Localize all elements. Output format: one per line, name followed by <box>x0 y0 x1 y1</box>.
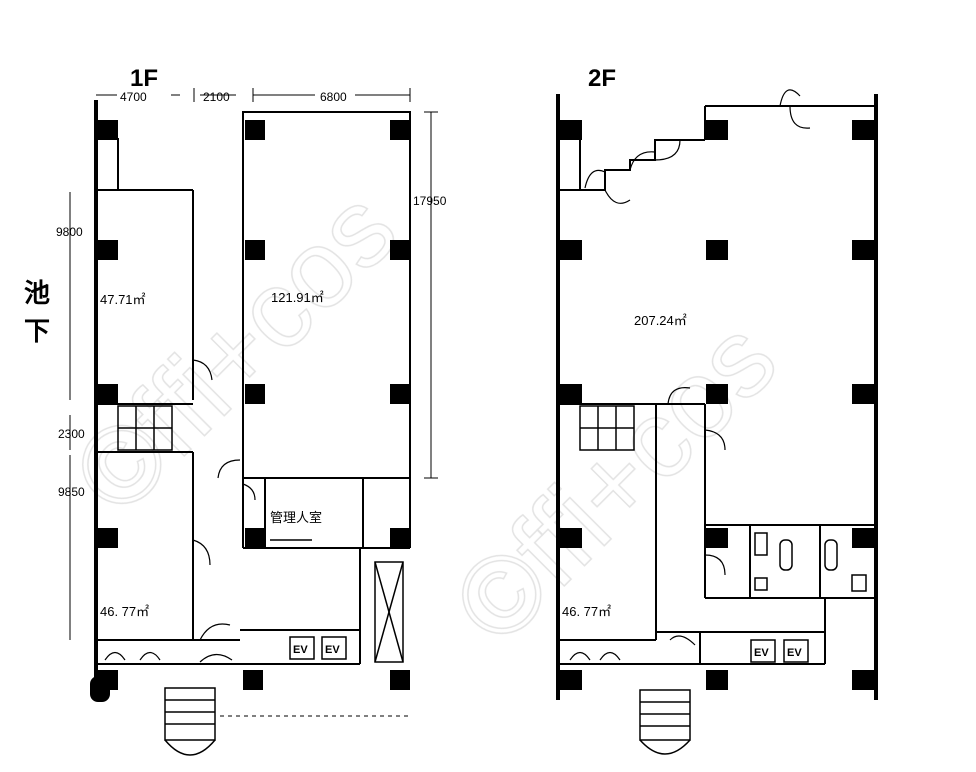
svg-text:©ffi+cos: ©ffi+cos <box>430 297 800 667</box>
dim-1f-top-b: 2100 <box>203 90 230 104</box>
watermark: ©ffi+cos ©ffi+cos <box>49 166 800 667</box>
dim-1f-left-1: 9800 <box>56 225 83 239</box>
ev-1f-2: EV <box>325 644 340 656</box>
floor-1f: 1F 4700 2100 6800 9800 2300 9850 17950 池… <box>24 65 447 756</box>
side-label-2: 下 <box>24 317 50 347</box>
ev-1f-1: EV <box>293 644 308 656</box>
floor-2f: 2F <box>556 65 878 755</box>
dim-1f-left-3: 9850 <box>58 485 85 499</box>
svg-text:©ffi+cos: ©ffi+cos <box>50 167 420 537</box>
room-1f-c: 46. 77㎡ <box>100 604 149 619</box>
room-1f-office: 管理人室 <box>270 510 322 526</box>
floor-2f-title: 2F <box>588 65 616 92</box>
ev-2f-2: EV <box>787 647 802 659</box>
dim-1f-top-c: 6800 <box>320 90 347 104</box>
room-2f-b: 46. 77㎡ <box>562 604 611 619</box>
room-2f-a: 207.24㎡ <box>634 313 687 328</box>
room-1f-b: 121.91㎡ <box>271 290 324 305</box>
ev-2f-1: EV <box>754 647 769 659</box>
side-label-1: 池 <box>24 279 50 309</box>
room-1f-a: 47.71㎡ <box>100 292 146 307</box>
dim-1f-top-a: 4700 <box>120 90 147 104</box>
dim-1f-left-2: 2300 <box>58 427 85 441</box>
dim-1f-right: 17950 <box>413 194 447 208</box>
floor-1f-title: 1F <box>130 65 158 92</box>
